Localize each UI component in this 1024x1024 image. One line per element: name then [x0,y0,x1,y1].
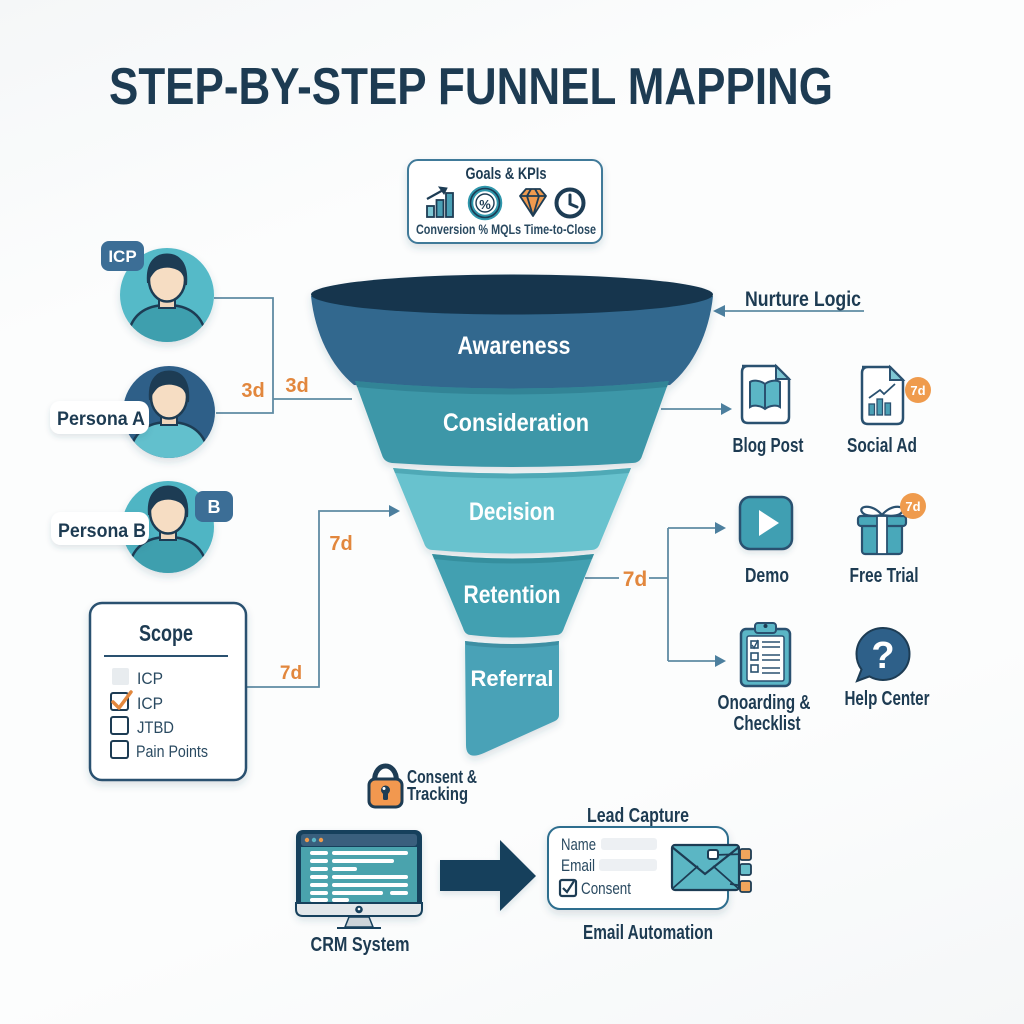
svg-text:3d: 3d [241,380,264,402]
svg-text:Goals & KPIs: Goals & KPIs [466,164,547,183]
svg-text:7d: 7d [905,499,920,514]
svg-text:Checklist: Checklist [734,713,801,735]
svg-text:Scope: Scope [139,620,193,646]
svg-text:Email: Email [561,857,595,875]
svg-text:Persona A: Persona A [57,409,145,430]
svg-text:Nurture Logic: Nurture Logic [745,288,861,311]
svg-text:JTBD: JTBD [137,718,174,737]
svg-text:7d: 7d [623,568,648,591]
svg-text:Consent: Consent [581,880,631,898]
svg-text:Consideration: Consideration [443,409,589,437]
svg-text:ICP: ICP [137,694,163,713]
svg-text:Social Ad: Social Ad [847,435,917,457]
svg-text:Email Automation: Email Automation [583,922,713,944]
svg-text:Blog Post: Blog Post [733,435,804,457]
svg-text:Name: Name [561,836,596,854]
svg-text:STEP-BY-STEP FUNNEL MAPPING: STEP-BY-STEP FUNNEL MAPPING [109,58,833,116]
svg-text:3d: 3d [285,375,308,397]
svg-text:Decision: Decision [469,498,555,526]
svg-text:7d: 7d [910,383,925,398]
svg-text:Consent &: Consent & [407,767,477,787]
svg-text:B: B [208,497,221,517]
svg-text:Free Trial: Free Trial [850,565,919,587]
svg-text:Help Center: Help Center [845,688,930,710]
svg-text:Pain Points: Pain Points [136,742,208,761]
svg-text:Onoarding &: Onoarding & [718,692,811,714]
svg-text:Awareness: Awareness [458,332,571,360]
svg-text:Persona B: Persona B [58,521,146,542]
svg-text:Referral: Referral [471,666,554,691]
svg-text:ICP: ICP [137,669,163,688]
svg-text:7d: 7d [280,663,302,684]
svg-text:CRM System: CRM System [311,934,410,956]
svg-text:Tracking: Tracking [407,784,468,804]
svg-text:Retention: Retention [464,581,561,609]
svg-text:Demo: Demo [745,565,789,587]
svg-text:7d: 7d [329,533,352,555]
svg-text:%: % [479,197,491,212]
svg-text:Conversion % MQLs Time-to-Clos: Conversion % MQLs Time-to-Close [416,221,596,237]
svg-text:?: ? [871,635,894,677]
svg-text:ICP: ICP [108,247,136,266]
svg-text:Lead Capture: Lead Capture [587,805,689,827]
